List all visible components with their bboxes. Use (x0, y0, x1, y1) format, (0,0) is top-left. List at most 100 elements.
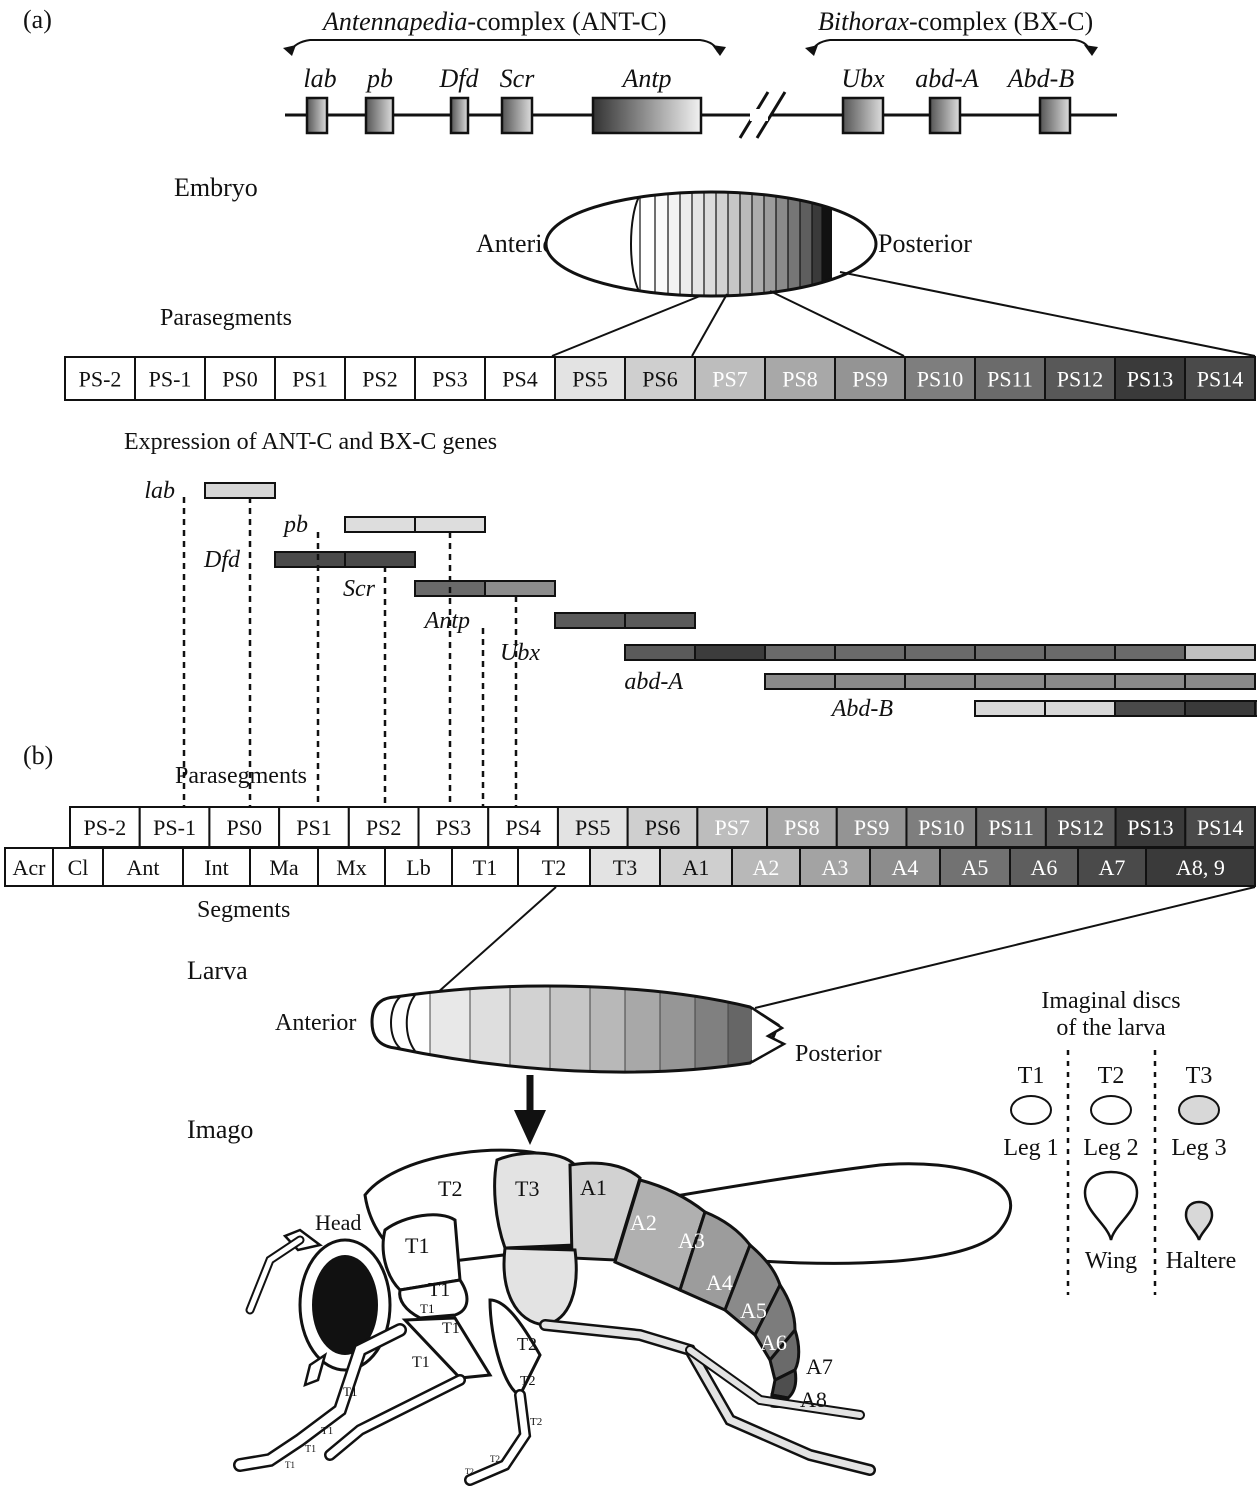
embryo-stripe (692, 180, 705, 310)
segment-label: A8, 9 (1176, 855, 1225, 880)
fly-leg-label: T1 (343, 1384, 357, 1399)
segment-label: Acr (13, 855, 47, 880)
disc-leg-label: Leg 2 (1083, 1135, 1138, 1161)
expression-segment (1185, 674, 1255, 689)
expression-segment (205, 483, 275, 498)
haltere-disc (1186, 1202, 1212, 1240)
leg-disc (1091, 1096, 1131, 1124)
bx-c-name-rest: -complex (BX-C) (909, 7, 1093, 36)
expression-segment (905, 674, 975, 689)
expression-segment (1115, 674, 1185, 689)
parasegments-title-b: Parasegments (175, 763, 307, 789)
expression-label-pb: pb (282, 512, 308, 538)
expression-segment (415, 517, 485, 532)
fly-leg-label: T1 (285, 1460, 295, 1470)
embryo-stripes (540, 180, 881, 310)
embryo (540, 180, 881, 310)
fly-abdomen-label: A4 (706, 1270, 733, 1295)
fly-abdomen-label: A7 (806, 1354, 833, 1379)
embryo-projection-4 (840, 272, 1255, 356)
disc-segment-label: T2 (1098, 1063, 1125, 1089)
parasegment-label: PS5 (572, 367, 607, 392)
parasegment-label: PS14 (1197, 815, 1243, 840)
parasegment-label: PS12 (1057, 367, 1103, 392)
segment-label: T1 (473, 855, 497, 880)
parasegment-label: PS3 (436, 815, 471, 840)
bx-c-label: Bithorax-complex (BX-C) (818, 7, 1093, 36)
bx-c-brace-tip-right (1084, 45, 1098, 56)
gene-label-abd-A: abd-A (915, 64, 979, 93)
discs-title-line1: Imaginal discs (1041, 988, 1180, 1014)
gene-box-abd-A (930, 98, 960, 133)
fly-proboscis (305, 1355, 325, 1385)
ant-c-name-rest: -complex (ANT-C) (467, 7, 666, 36)
expression-segment (835, 674, 905, 689)
parasegment-label: PS7 (712, 367, 747, 392)
imaginal-discs: T1Leg 1T2Leg 2WingT3Leg 3Haltere (1003, 1063, 1236, 1274)
parasegments-title-a: Parasegments (160, 305, 292, 331)
segment-label: Cl (68, 855, 89, 880)
gene-box-pb (366, 98, 393, 133)
parasegment-label: PS3 (432, 367, 467, 392)
fly-leg-label: T2 (490, 1454, 500, 1464)
fly-label-t1-c: T1 (420, 1301, 434, 1316)
disc-segment-label: T1 (1018, 1063, 1045, 1089)
embryo-title: Embryo (174, 173, 258, 202)
parasegment-label: PS-2 (79, 367, 122, 392)
parasegment-label: PS7 (714, 815, 749, 840)
fly-label-t2-tibia: T2 (530, 1416, 542, 1428)
parasegment-label: PS-1 (153, 815, 196, 840)
expression-segment (1185, 701, 1255, 716)
expression-label-Dfd: Dfd (203, 547, 241, 573)
ant-c-name-italic: Antennapedia (321, 7, 467, 36)
segment-label: Ant (127, 855, 160, 880)
parasegment-label: PS1 (296, 815, 331, 840)
gene-box-Antp (593, 98, 701, 133)
ant-c-label: Antennapedia-complex (ANT-C) (321, 7, 666, 36)
gene-box-Scr (502, 98, 532, 133)
segments-title: Segments (197, 897, 290, 923)
segment-label: A2 (753, 855, 780, 880)
parasegment-label: PS8 (782, 367, 817, 392)
embryo-projection-2 (692, 294, 727, 356)
disc-leg-label: Leg 1 (1003, 1135, 1058, 1161)
expression-segment (1045, 674, 1115, 689)
expression-segment (975, 701, 1045, 716)
segment-label: Mx (336, 855, 367, 880)
parasegment-label: PS1 (292, 367, 327, 392)
expression-segment (555, 613, 625, 628)
panel-a-label: (a) (23, 5, 52, 34)
embryo-stripe (812, 180, 823, 310)
expression-segment (485, 581, 555, 596)
imago-fly: Head T1 T1 T1 T1 T1 T2 T3 T2 T2 T2 A1A2A… (240, 1150, 1011, 1480)
expression-segment (905, 645, 975, 660)
segment-label: Ma (269, 855, 299, 880)
fly-abdomen-label: A6 (760, 1330, 787, 1355)
expression-segment (975, 645, 1045, 660)
parasegment-label: PS9 (852, 367, 887, 392)
fly-abdomen-label: A1 (580, 1175, 607, 1200)
expression-label-Ubx: Ubx (500, 640, 540, 666)
expression-segment (835, 645, 905, 660)
fly-label-t2-coxa: T2 (517, 1334, 537, 1354)
segment-label: A3 (822, 855, 849, 880)
expression-segment (1115, 701, 1185, 716)
larva-projection-left (436, 887, 556, 994)
expression-segment (695, 645, 765, 660)
segment-label: A7 (1099, 855, 1126, 880)
embryo-stripe (680, 180, 693, 310)
parasegment-label: PS2 (366, 815, 401, 840)
parasegment-label: PS13 (1127, 367, 1173, 392)
embryo-stripe (668, 180, 681, 310)
segment-label: T2 (542, 855, 566, 880)
embryo-projection-3 (770, 291, 904, 356)
fly-leg-label: T2 (465, 1467, 474, 1476)
fly-t3-ventral (504, 1248, 576, 1325)
parasegment-label: PS5 (575, 815, 610, 840)
parasegment-label: PS10 (917, 367, 963, 392)
embryo-stripe (832, 180, 881, 310)
parasegment-label: PS4 (502, 367, 537, 392)
chromosome-break-gap (750, 109, 768, 121)
